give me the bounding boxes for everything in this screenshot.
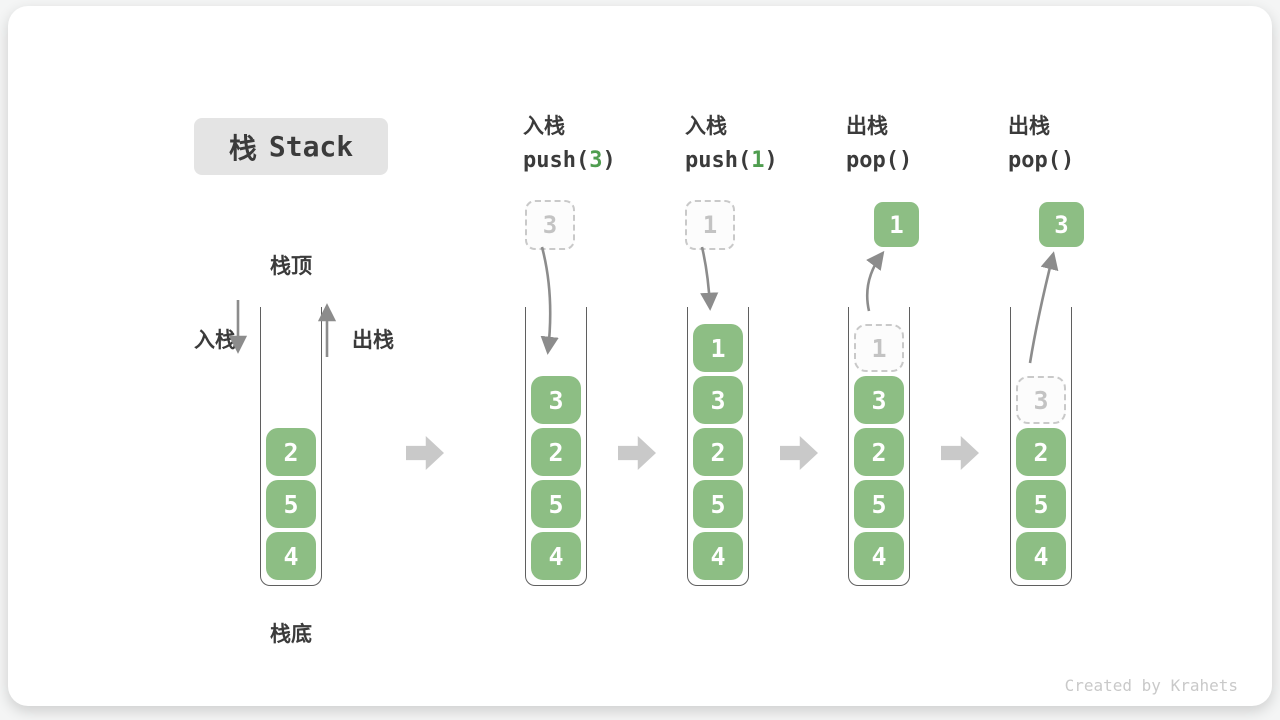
incoming-value-box: 3 <box>525 200 575 250</box>
stack-after-push-3: 3 2 5 4 <box>525 307 587 586</box>
op-code-post: ) <box>1060 148 1075 173</box>
stack-item: 5 <box>266 480 316 528</box>
op-code: push(3) <box>523 148 683 174</box>
diagram-title: 栈 Stack <box>194 118 388 175</box>
stack-item: 4 <box>266 532 316 580</box>
transition-arrow-icon <box>406 436 444 470</box>
popped-value-box: 3 <box>1039 202 1084 247</box>
stack-item-ghost: 3 <box>1016 376 1066 424</box>
stack-item-ghost: 1 <box>854 324 904 372</box>
transition-arrow-icon <box>618 436 656 470</box>
stack-item: 5 <box>1016 480 1066 528</box>
op-header-pop-1: 出栈 pop() <box>846 113 1006 174</box>
op-code-arg: 1 <box>751 148 765 173</box>
stack-item: 1 <box>693 324 743 372</box>
stack-item: 4 <box>1016 532 1066 580</box>
transition-arrow-icon <box>780 436 818 470</box>
stack-item: 2 <box>266 428 316 476</box>
push-direction-label: 入栈 <box>194 328 236 352</box>
op-label: 出栈 <box>846 114 888 138</box>
stack-item: 3 <box>693 376 743 424</box>
stack-item: 2 <box>1016 428 1066 476</box>
op-label: 入栈 <box>523 114 565 138</box>
stack-bottom-label: 栈底 <box>270 622 312 646</box>
op-code-pre: pop( <box>1008 148 1061 173</box>
stack-item: 4 <box>854 532 904 580</box>
op-header-push-3: 入栈 push(3) <box>523 113 683 174</box>
op-code-pre: push( <box>523 148 590 173</box>
op-code-post: ) <box>602 148 616 173</box>
popped-value-box: 1 <box>874 202 919 247</box>
op-code-pre: push( <box>685 148 752 173</box>
stack-item: 2 <box>693 428 743 476</box>
op-label: 出栈 <box>1008 114 1050 138</box>
stack-item: 4 <box>693 532 743 580</box>
transition-arrow-icon <box>941 436 979 470</box>
stack-item: 3 <box>531 376 581 424</box>
incoming-value-box: 1 <box>685 200 735 250</box>
arrows-overlay <box>228 246 1059 364</box>
stack-after-push-1: 1 3 2 5 4 <box>687 307 749 586</box>
stack-item: 5 <box>693 480 743 528</box>
op-header-pop-3: 出栈 pop() <box>1008 113 1168 174</box>
stack-popping-1: 1 3 2 5 4 <box>848 307 910 586</box>
stack-item: 5 <box>854 480 904 528</box>
stack-top-label: 栈顶 <box>270 254 312 278</box>
stack-item: 4 <box>531 532 581 580</box>
stack-item: 3 <box>854 376 904 424</box>
title-en: Stack <box>268 130 354 163</box>
stack-item: 2 <box>854 428 904 476</box>
op-code-post: ) <box>764 148 778 173</box>
op-code: pop() <box>846 148 1006 174</box>
pop-1-curved-arrow-icon <box>865 250 885 312</box>
op-code-pre: pop( <box>846 148 899 173</box>
op-code-arg: 3 <box>589 148 603 173</box>
op-header-push-1: 入栈 push(1) <box>685 113 845 174</box>
stack-initial: 2 5 4 <box>260 307 322 586</box>
title-zh: 栈 <box>228 131 257 165</box>
diagram-card: 栈 Stack 栈顶 栈底 入栈 出栈 入栈 push(3) 入栈 push(1… <box>8 6 1272 706</box>
stack-item: 5 <box>531 480 581 528</box>
op-label: 入栈 <box>685 114 727 138</box>
op-code: pop() <box>1008 148 1168 174</box>
stack-popping-3: 3 2 5 4 <box>1010 307 1072 586</box>
pop-direction-label: 出栈 <box>352 328 394 352</box>
stack-item: 2 <box>531 428 581 476</box>
op-code: push(1) <box>685 148 845 174</box>
push-1-curved-arrow-icon <box>700 246 719 311</box>
op-code-post: ) <box>898 148 913 173</box>
credit-text: Created by Krahets <box>1064 676 1238 695</box>
